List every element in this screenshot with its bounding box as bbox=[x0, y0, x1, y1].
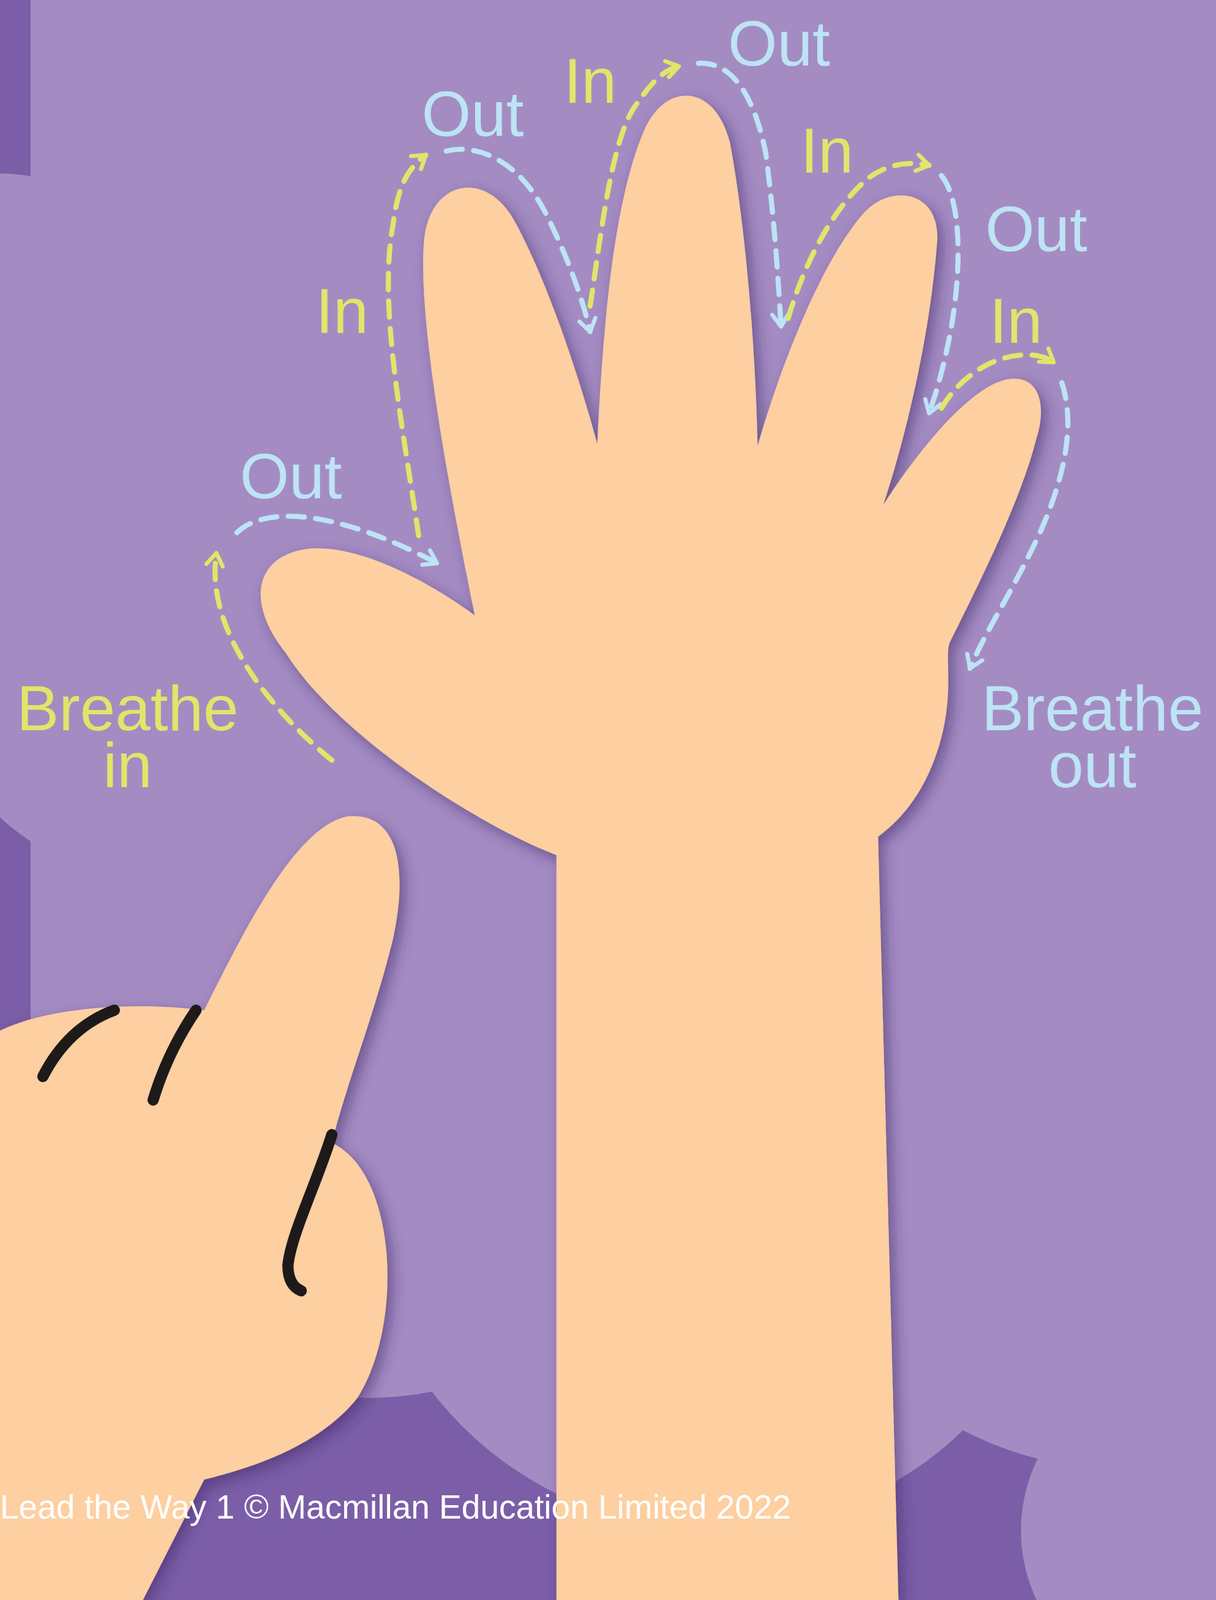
in-label: In bbox=[315, 282, 368, 340]
finger-creases bbox=[42, 1010, 332, 1291]
breathe-in-label: Breathe in bbox=[0, 680, 261, 795]
in-label: In bbox=[800, 122, 854, 180]
in-arrow bbox=[941, 355, 1054, 409]
crease-line bbox=[153, 1010, 196, 1101]
out-arrow bbox=[698, 63, 782, 327]
breathing-path bbox=[214, 63, 1068, 761]
out-label: Out bbox=[240, 448, 343, 506]
crease-line bbox=[42, 1010, 115, 1077]
pointing-hand bbox=[0, 816, 400, 1600]
out-arrow bbox=[928, 175, 958, 414]
out-label: Out bbox=[421, 85, 525, 143]
out-arrow bbox=[969, 382, 1068, 669]
in-arrow bbox=[388, 154, 426, 536]
in-label: In bbox=[563, 53, 617, 111]
out-arrow bbox=[446, 149, 591, 332]
cloud-part bbox=[1021, 1367, 1216, 1600]
out-label: Out bbox=[985, 201, 1088, 259]
breathe-out-label: Breathe out bbox=[959, 680, 1216, 795]
out-label: Out bbox=[728, 15, 831, 73]
in-label: In bbox=[989, 293, 1043, 351]
copyright-note: Lead the Way 1 © Macmillan Education Lim… bbox=[0, 1492, 792, 1524]
out-arrow bbox=[236, 516, 438, 564]
in-arrow bbox=[788, 163, 929, 319]
crease-line bbox=[287, 1135, 332, 1292]
